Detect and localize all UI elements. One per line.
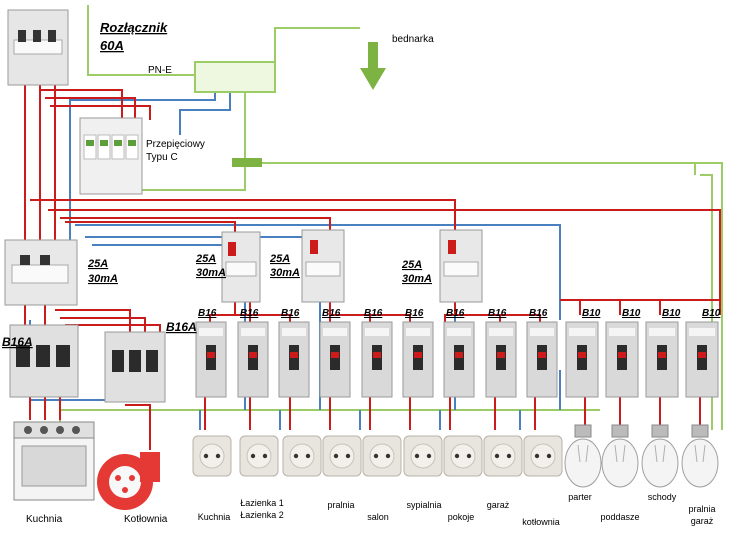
light-breaker: B10 <box>605 308 641 398</box>
light-breaker: B10 <box>685 308 721 398</box>
ground-label: bednarka <box>392 34 434 45</box>
socket-label: garaż <box>487 500 510 510</box>
light-breaker-label: B10 <box>662 308 681 319</box>
surge-label-1: Przepięciowy <box>146 139 205 150</box>
light-label-2: garaż <box>691 516 714 526</box>
socket-breaker-label: B16 <box>405 308 424 319</box>
socket-breaker: B16 <box>361 308 393 398</box>
socket-icon <box>192 435 232 477</box>
pe-busbar <box>194 61 276 93</box>
socket-label: salon <box>367 512 389 522</box>
rcd-1-label-2: 30mA <box>196 267 226 279</box>
light-breaker: B10 <box>565 308 601 398</box>
breaker-3p-right <box>104 331 166 403</box>
socket-breaker: B16 <box>237 308 269 398</box>
socket-breaker-label: B16 <box>488 308 507 319</box>
rcd-2-label-1: 25A <box>269 253 290 265</box>
light-label: parter <box>568 492 592 502</box>
main-switch <box>7 9 69 86</box>
socket-breaker-label: B16 <box>281 308 300 319</box>
light-labels: parter poddasze schody pralnia garaż <box>568 492 715 526</box>
socket-breaker-label: B16 <box>240 308 259 319</box>
surge-protector <box>79 117 143 195</box>
socket-breaker: B16 <box>278 308 310 398</box>
light-label: poddasze <box>600 512 639 522</box>
rcd-2-label-2: 30mA <box>270 267 300 279</box>
light-breaker-label: B10 <box>702 308 721 319</box>
socket-icon <box>322 435 362 477</box>
socket-breaker: B16 <box>443 308 475 398</box>
socket-icon <box>443 435 483 477</box>
socket-label-2: Łazienka 2 <box>240 510 284 520</box>
socket-label: pokoje <box>448 512 475 522</box>
light-bulb-icon <box>601 424 639 488</box>
socket-icon <box>483 435 523 477</box>
rcd-3-label-2: 30mA <box>402 273 432 285</box>
kotlownia-main-label: Kotłownia <box>124 514 168 525</box>
light-label: pralnia <box>688 504 715 514</box>
socket-breaker-label: B16 <box>322 308 341 319</box>
socket-icon <box>239 435 279 477</box>
b16a-left-label: B16A <box>2 335 33 349</box>
socket-label: kotłownia <box>522 517 560 527</box>
socket-breaker: B16 <box>402 308 434 398</box>
socket-label: Kuchnia <box>198 512 231 522</box>
socket-label: sypialnia <box>406 500 441 510</box>
rcd-3-label-1: 25A <box>401 259 422 271</box>
rcd-3 <box>439 229 483 303</box>
rcd-1-label-1: 25A <box>195 253 216 265</box>
socket-icon <box>362 435 402 477</box>
socket-breaker: B16 <box>526 308 558 398</box>
kuchnia-main-label: Kuchnia <box>26 514 63 525</box>
socket-label: pralnia <box>327 500 354 510</box>
socket-breaker: B16 <box>319 308 351 398</box>
rcd-main-label-1: 25A <box>87 258 108 270</box>
pe-label: PN-E <box>148 65 172 76</box>
rcd-main <box>4 239 78 306</box>
ground-arrow-icon <box>360 42 386 90</box>
socket-labels: Kuchnia Łazienka 1 Łazienka 2 pralnia salon s… <box>198 498 560 527</box>
b16a-right-label: B16A <box>166 320 197 334</box>
socket-breaker-label: B16 <box>529 308 548 319</box>
socket-breaker: B16 <box>485 308 517 398</box>
socket-label: Łazienka 1 <box>240 498 284 508</box>
pe-busbar-2 <box>232 158 262 167</box>
light-bulbs <box>564 424 719 488</box>
stove-icon <box>13 421 95 501</box>
wall-sockets <box>192 435 563 477</box>
light-breakers: B10 B10 B10 B10 <box>565 308 721 398</box>
light-bulb-icon <box>681 424 719 488</box>
rcd-1 <box>221 231 261 303</box>
socket-breaker: B16 <box>195 308 227 398</box>
socket-breaker-label: B16 <box>198 308 217 319</box>
light-bulb-icon <box>564 424 602 488</box>
surge-label-2: Typu C <box>146 152 178 163</box>
main-switch-title-2: 60A <box>100 38 124 53</box>
socket-breakers: B16 B16 B16 B16 B16 B16 B16 B16 B16 <box>195 308 558 398</box>
socket-breaker-label: B16 <box>446 308 465 319</box>
light-bulb-icon <box>641 424 679 488</box>
light-label: schody <box>648 492 677 502</box>
socket-icon <box>282 435 322 477</box>
main-switch-title-1: Rozłącznik <box>100 20 168 35</box>
rcd-2 <box>301 229 345 303</box>
socket-icon <box>403 435 443 477</box>
socket-breaker-label: B16 <box>364 308 383 319</box>
breaker-3p-left <box>9 324 79 398</box>
light-breaker: B10 <box>645 308 681 398</box>
rcd-main-label-2: 30mA <box>88 273 118 285</box>
industrial-socket-icon <box>97 452 160 510</box>
socket-icon <box>523 435 563 477</box>
light-breaker-label: B10 <box>582 308 601 319</box>
light-breaker-label: B10 <box>622 308 641 319</box>
